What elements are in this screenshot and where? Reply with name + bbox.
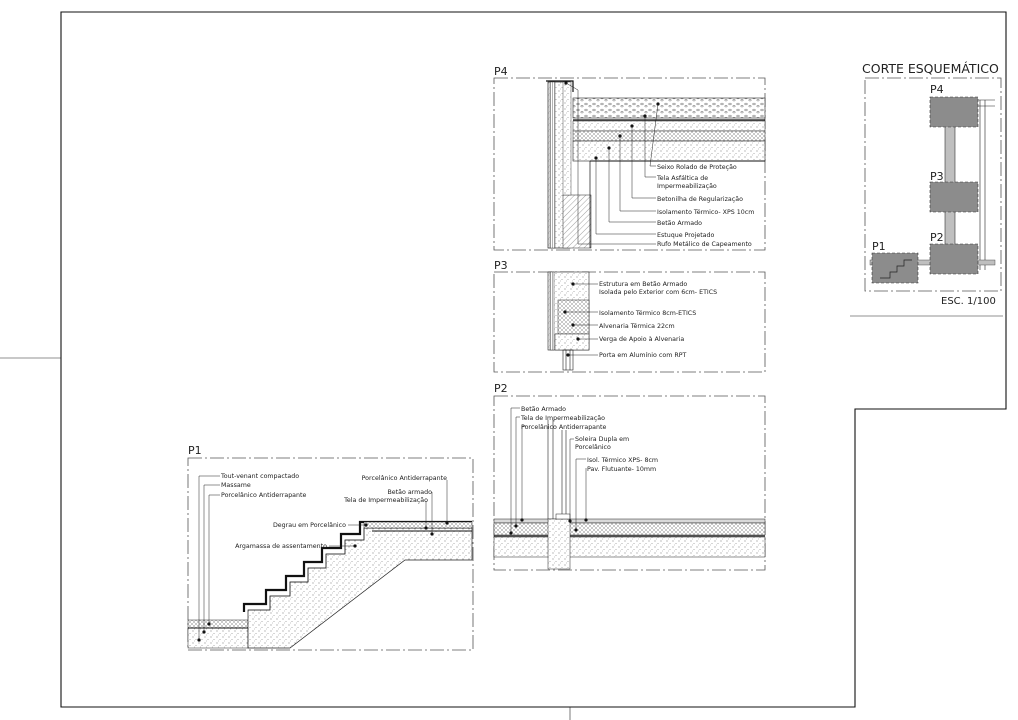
corte-label-p2: P2 xyxy=(930,231,944,244)
p2-leaders xyxy=(509,407,588,535)
corte-scale: ESC. 1/100 xyxy=(941,296,996,307)
p4-ann-7: Rufo Metálico de Capeamento xyxy=(657,240,752,248)
p1-ann-left-1: Massame xyxy=(221,482,251,489)
detail-p4: P4 xyxy=(493,65,766,251)
p1-ann-right-3: Degrau em Porcelânico xyxy=(273,521,346,529)
corte-esquematico: CORTE ESQUEMÁTICO P4 P3 P2 P1 ESC. 1/100 xyxy=(850,61,1003,317)
p3-ann-1: Isolada pelo Exterior com 6cm- ETICS xyxy=(599,289,717,296)
p3-ann-0: Estrutura em Betão Armado xyxy=(599,281,687,288)
p1-ann-left-2: Porcelânico Antiderrapante xyxy=(221,491,307,499)
p3-ann-3: Alvenaria Térmica 22cm xyxy=(599,322,675,330)
p3-leaders xyxy=(563,282,598,357)
p4-leaders xyxy=(564,81,660,245)
corte-label-p4: P4 xyxy=(930,83,944,96)
p4-ann-6: Estuque Projetado xyxy=(657,232,715,239)
p2-ann-4: Porcelânico xyxy=(575,443,611,451)
detail-p3: P3 Estrutura em Betão Armado Isolada pel… xyxy=(493,259,766,373)
p1-ann-right-2: Tela de Impermeabilização xyxy=(343,497,428,504)
p2-ann-0: Betão Armado xyxy=(521,406,566,413)
p3-ann-4: Verga de Apoio à Alvenaria xyxy=(599,335,684,343)
p1-ann-right-0: Porcelânico Antiderrapante xyxy=(362,474,448,482)
p1-leaders xyxy=(197,475,449,642)
p4-label: P4 xyxy=(494,65,508,78)
detail-p2: P2 Betão Armado Tela de Impermeabilizaçã… xyxy=(493,382,766,571)
p2-ann-2: Porcelânico Antiderrapante xyxy=(521,423,607,431)
p3-label: P3 xyxy=(494,259,508,272)
p4-ann-0: Seixo Rolado de Proteção xyxy=(657,164,737,171)
sheet-border xyxy=(0,11,1007,720)
p1-ann-left-0: Tout-venant compactado xyxy=(220,473,299,480)
p2-ann-1: Tela de Impermeabilização xyxy=(520,415,605,422)
corte-label-p3: P3 xyxy=(930,170,944,183)
p4-ann-5: Betão Armado xyxy=(657,220,702,227)
corte-title: CORTE ESQUEMÁTICO xyxy=(862,61,999,76)
p3-ann-5: Porta em Alumínio com RPT xyxy=(599,351,687,359)
p2-ann-3: Soleira Dupla em xyxy=(575,436,629,443)
detail-p1: P1 Tout-venant xyxy=(187,444,474,651)
p2-ann-5: Isol. Térmico XPS- 8cm xyxy=(587,456,658,464)
p4-ann-2: Impermeabilização xyxy=(657,183,717,190)
p4-ann-3: Betonilha de Regularização xyxy=(657,196,743,203)
corte-label-p1: P1 xyxy=(872,240,886,253)
p1-ann-right-1: Betão armado xyxy=(387,489,432,496)
p2-ann-6: Pav. Flutuante- 10mm xyxy=(587,466,656,473)
p3-ann-2: Isolamento Térmico 8cm-ETICS xyxy=(599,309,696,317)
p4-ann-1: Tela Asfáltica de xyxy=(656,174,708,182)
p2-label: P2 xyxy=(494,382,508,395)
p4-ann-4: Isolamento Térmico- XPS 10cm xyxy=(657,208,754,216)
p1-label: P1 xyxy=(188,444,202,457)
p1-ann-right-4: Argamassa de assentamento xyxy=(235,543,327,550)
